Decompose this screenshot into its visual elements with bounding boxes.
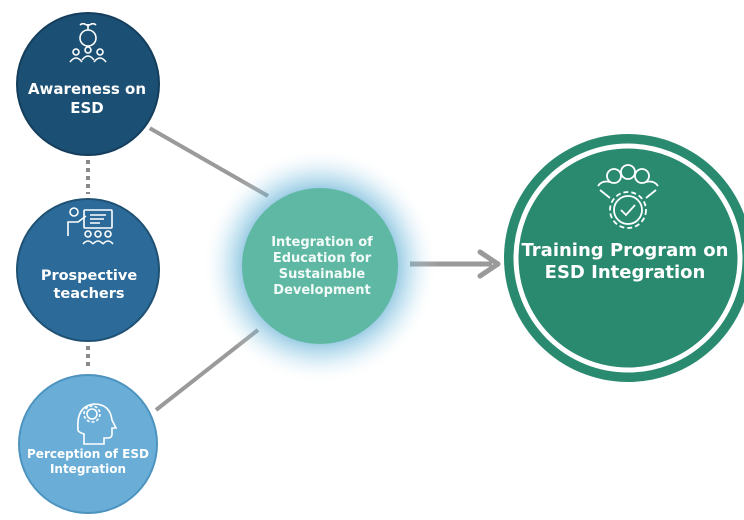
arrowhead	[477, 249, 501, 279]
perception-label: Perception of ESD Integration	[27, 447, 149, 476]
teacher-presentation-icon	[67, 207, 114, 245]
awareness-label: Awareness on ESD	[27, 80, 147, 117]
team-gear-check-icon	[597, 164, 659, 229]
training-label: Training Program on ESD Integration	[521, 239, 729, 284]
teachers-label: Prospective teachers	[40, 267, 138, 302]
head-gear-icon	[77, 403, 118, 445]
center-label: Integration of Education for Sustainable…	[271, 234, 373, 299]
training-node	[504, 134, 744, 382]
center-node	[242, 188, 398, 344]
growth-community-icon	[69, 22, 107, 63]
